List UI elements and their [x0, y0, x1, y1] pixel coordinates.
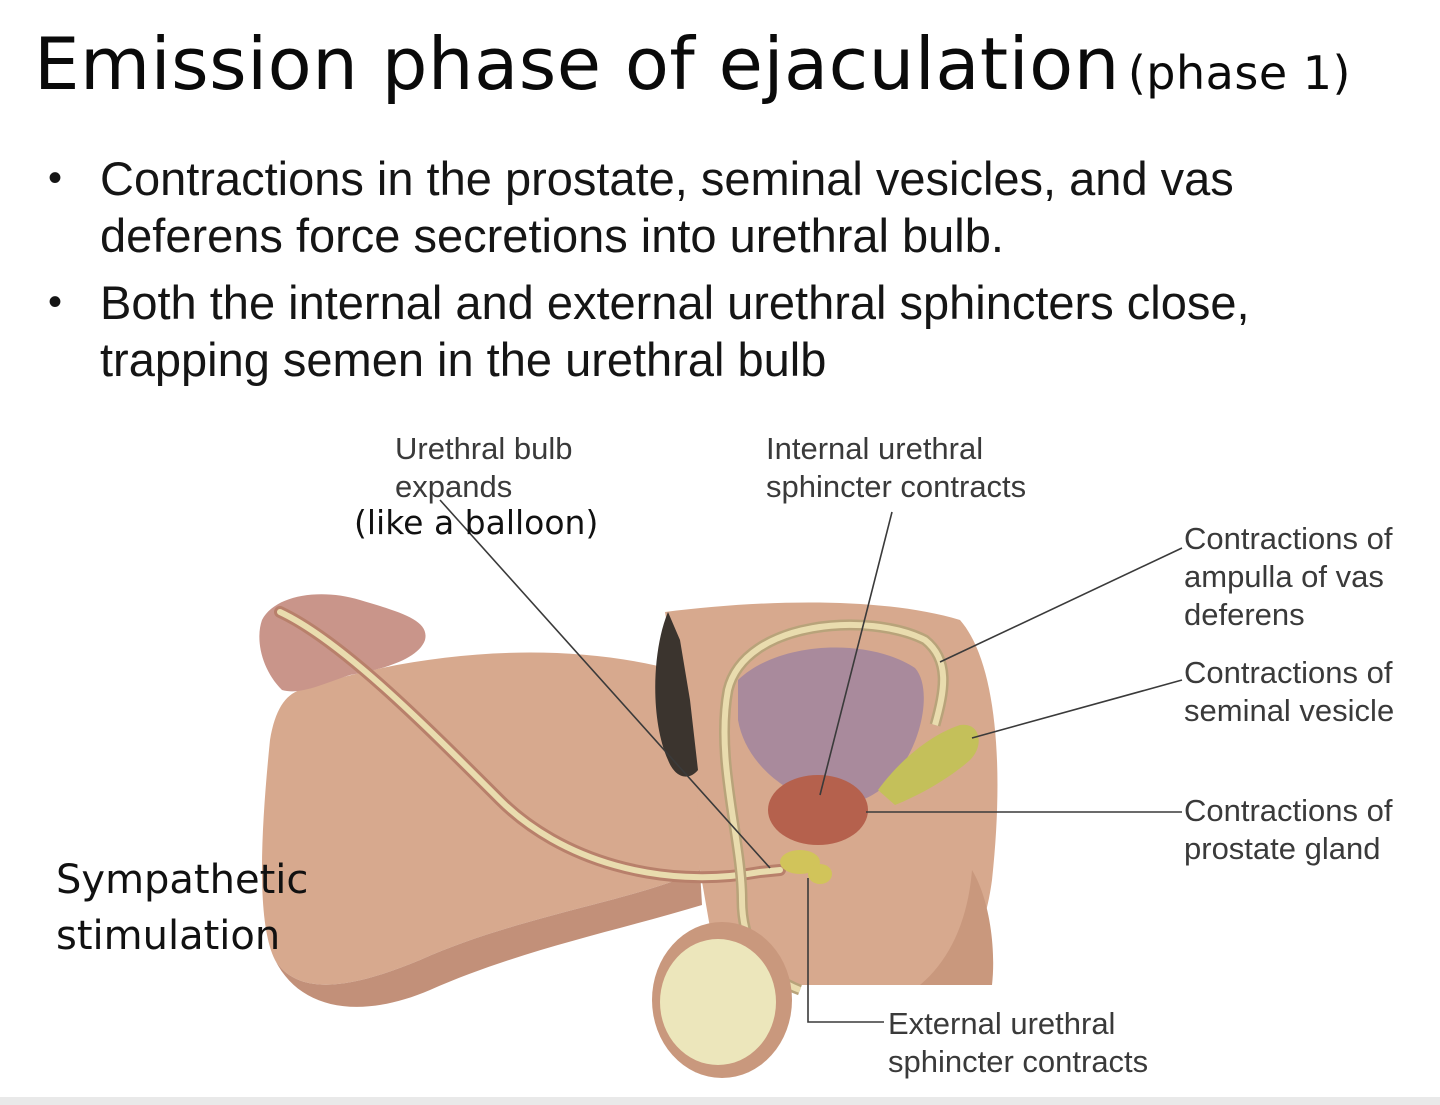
title-main: Emission phase of ejaculation — [34, 22, 1120, 106]
urethra — [274, 606, 786, 884]
external-sphincter — [780, 850, 820, 874]
bullet-dot-icon: • — [48, 156, 63, 200]
thigh — [920, 870, 994, 985]
leader-external-sphincter — [807, 878, 884, 1023]
penis-shadow — [275, 870, 702, 1007]
bladder — [738, 647, 924, 806]
scrotum — [652, 922, 792, 1078]
bullet-dot-icon: • — [48, 280, 63, 324]
bullet-text: Both the internal and external urethral … — [100, 276, 1250, 386]
bullet-item: • Contractions in the prostate, seminal v… — [40, 150, 1420, 264]
leader-seminal-vesicle — [971, 679, 1183, 739]
bullet-item: • Both the internal and external urethral… — [40, 274, 1420, 388]
pubic-hair — [655, 612, 698, 777]
leader-urethral-bulb — [439, 499, 771, 869]
seminal-vesicle — [878, 724, 979, 805]
pelvis-body — [665, 602, 998, 985]
penis-shaft — [261, 652, 700, 985]
testis — [660, 939, 776, 1065]
leader-ampulla — [939, 547, 1183, 663]
slide-title: Emission phase of ejaculation(phase 1) — [34, 22, 1351, 106]
title-sub: (phase 1) — [1127, 46, 1351, 100]
glans — [259, 594, 426, 692]
leader-internal-sphincter — [819, 511, 893, 796]
bottom-divider — [0, 1097, 1440, 1105]
prostate-gland — [768, 775, 868, 845]
label-balloon-note: (like a balloon) — [354, 503, 599, 542]
vas-deferens — [718, 619, 949, 996]
bullet-text: Contractions in the prostate, seminal ve… — [100, 152, 1234, 262]
bullet-list: • Contractions in the prostate, seminal v… — [40, 150, 1420, 398]
